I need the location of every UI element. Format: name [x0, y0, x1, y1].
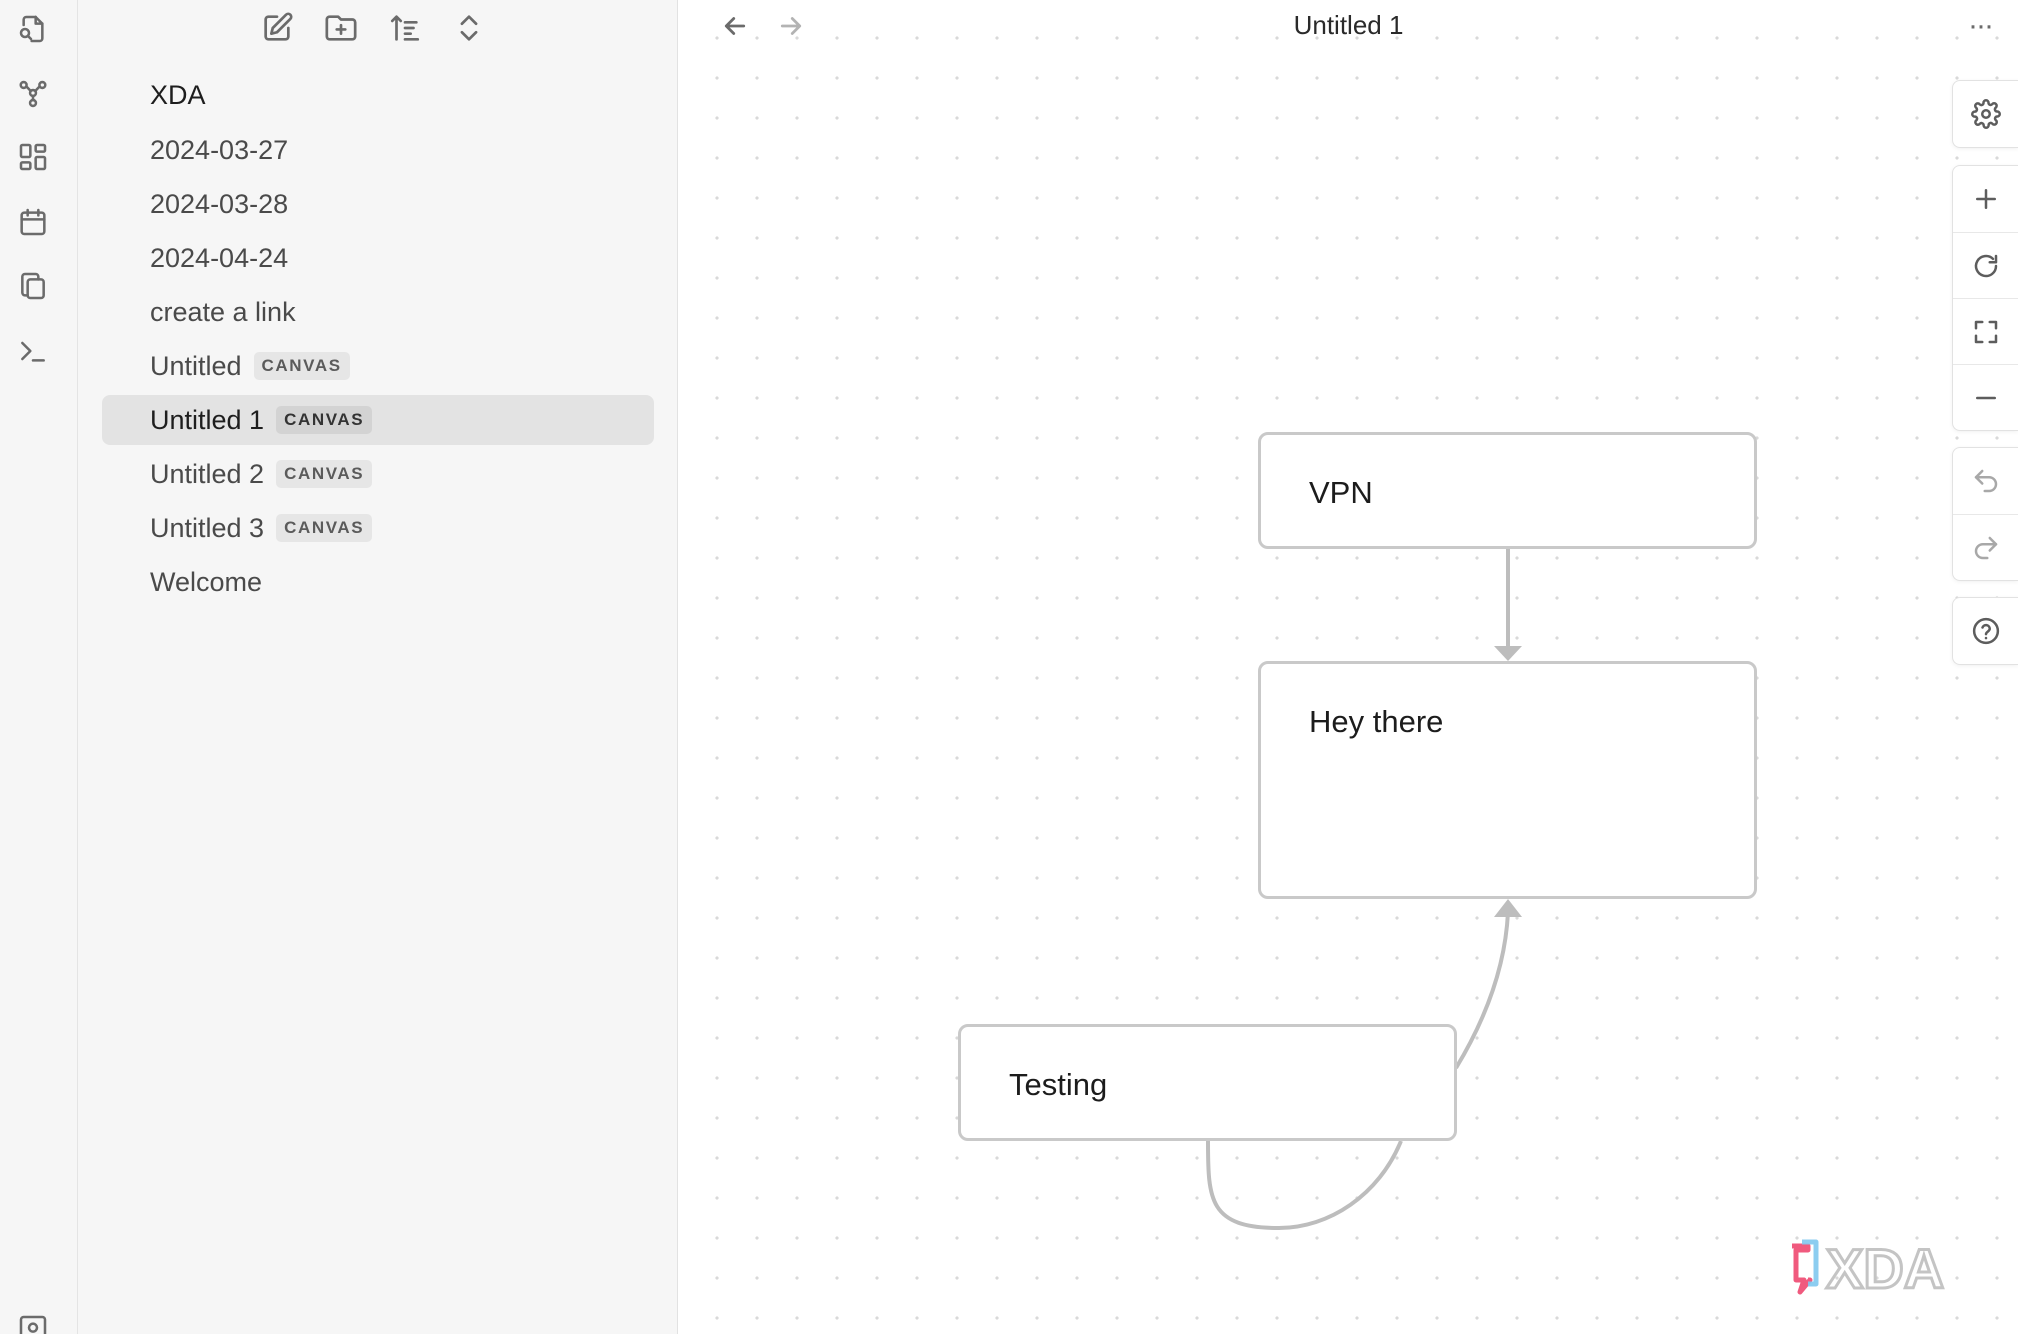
redo-icon[interactable] [1953, 514, 2018, 580]
file-item[interactable]: Untitled CANVAS [102, 341, 654, 391]
edge-testing-self[interactable] [1206, 1140, 1403, 1231]
page-title[interactable]: Untitled 1 [1293, 10, 1404, 40]
file-label: Welcome [150, 566, 263, 597]
arrowhead-icon [1494, 899, 1522, 917]
file-explorer: XDA 2024-03-27 2024-03-28 2024-04-24 cre… [78, 0, 678, 1334]
files-icon[interactable] [14, 10, 52, 48]
node-text: VPN [1309, 475, 1373, 510]
sort-icon[interactable] [386, 8, 424, 48]
terminal-icon[interactable] [14, 332, 52, 370]
file-item[interactable]: create a link [102, 287, 654, 337]
file-label: 2024-04-24 [150, 242, 289, 273]
vault-name[interactable]: XDA [150, 80, 206, 110]
edge-testing-hey[interactable] [1454, 911, 1510, 1070]
canvas-node-vpn[interactable]: VPN [1258, 432, 1757, 549]
new-folder-icon[interactable] [322, 8, 360, 48]
xda-watermark-logo: XDA [1792, 1236, 1946, 1300]
ribbon [0, 0, 78, 1334]
canvas-view[interactable]: Untitled 1 ··· VPN Hey there Testing [679, 0, 2018, 1334]
file-item[interactable]: 2024-03-27 [102, 125, 654, 175]
help-icon[interactable] [1953, 598, 2018, 664]
file-label: 2024-03-27 [150, 134, 289, 165]
canvas-badge: CANVAS [253, 352, 350, 380]
canvas-settings-group [1952, 80, 2018, 148]
file-item-active[interactable]: Untitled 1 CANVAS [102, 395, 654, 445]
canvas-badge: CANVAS [276, 460, 373, 488]
new-note-icon[interactable] [258, 8, 296, 48]
file-label: Untitled [150, 350, 242, 381]
file-label: create a link [150, 296, 296, 327]
canvas-edges [1206, 549, 1522, 1231]
fit-icon[interactable] [1953, 298, 2018, 364]
file-label: Untitled 2 [150, 458, 265, 489]
blocks-icon[interactable] [14, 138, 52, 176]
node-text: Hey there [1309, 704, 1444, 739]
canvas-badge: CANVAS [276, 514, 373, 542]
file-label: Untitled 3 [150, 512, 265, 543]
canvas-badge: CANVAS [276, 406, 373, 434]
zoom-in-icon[interactable] [1953, 166, 2018, 232]
history-controls [1952, 447, 2018, 581]
node-text: Testing [1009, 1067, 1108, 1102]
more-options-icon[interactable]: ··· [1968, 9, 1994, 42]
file-explorer-toolbar [258, 8, 488, 52]
view-header: Untitled 1 ··· [679, 0, 2018, 50]
graph-icon[interactable] [14, 74, 52, 112]
file-item[interactable]: Untitled 3 CANVAS [102, 503, 654, 553]
file-item[interactable]: Welcome [102, 557, 654, 607]
zoom-controls [1952, 165, 2018, 431]
back-arrow-icon[interactable] [715, 6, 755, 46]
vault-settings-icon[interactable] [14, 1310, 52, 1334]
arrowhead-icon [1494, 646, 1522, 661]
zoom-out-icon[interactable] [1953, 364, 2018, 430]
file-label: 2024-03-28 [150, 188, 289, 219]
settings-icon[interactable] [1953, 81, 2018, 147]
reset-icon[interactable] [1953, 232, 2018, 298]
undo-icon[interactable] [1953, 448, 2018, 514]
canvas-node-testing[interactable]: Testing [958, 1024, 1457, 1141]
file-item[interactable]: 2024-04-24 [102, 233, 654, 283]
file-item[interactable]: 2024-03-28 [102, 179, 654, 229]
copy-icon[interactable] [14, 267, 52, 305]
forward-arrow-icon[interactable] [771, 6, 811, 46]
file-item[interactable]: Untitled 2 CANVAS [102, 449, 654, 499]
file-list: 2024-03-27 2024-03-28 2024-04-24 create … [102, 125, 654, 611]
calendar-icon[interactable] [14, 203, 52, 241]
canvas-node-hey-there[interactable]: Hey there [1258, 661, 1757, 899]
file-label: Untitled 1 [150, 404, 265, 435]
help-group [1952, 597, 2018, 665]
xda-wordmark: XDA [1826, 1237, 1944, 1300]
collapse-icon[interactable] [450, 8, 488, 48]
